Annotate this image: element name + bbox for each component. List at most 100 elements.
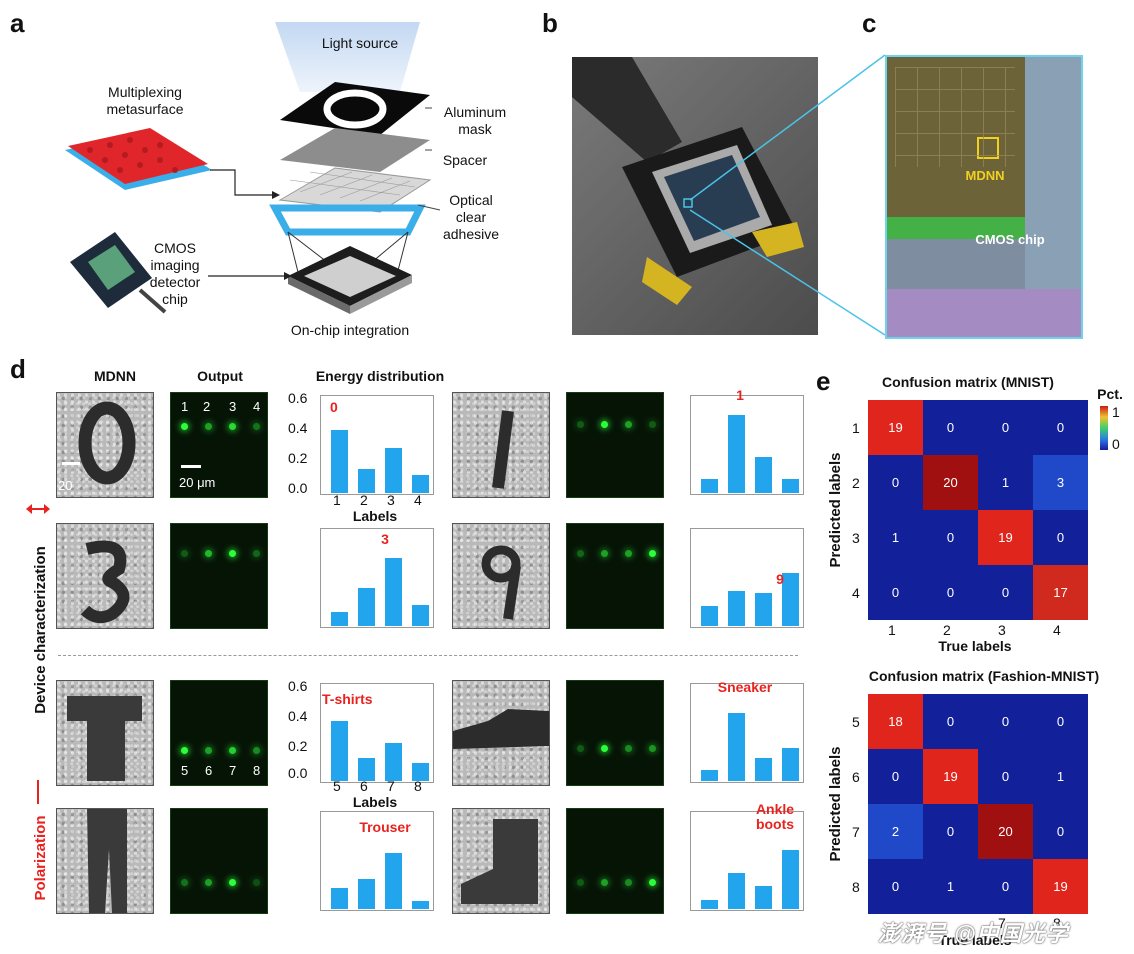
mdnn-tile-3 (56, 523, 154, 629)
matrix-cell: 1 (978, 455, 1033, 510)
matrix-cell: 0 (978, 400, 1033, 455)
colorbar (1100, 406, 1108, 450)
matrix-cell: 0 (978, 565, 1033, 620)
matrix-cell: 0 (923, 510, 978, 565)
mdnn-tile-sneaker (452, 680, 550, 786)
panel-a-diagram (65, 22, 441, 314)
matrix-cell: 20 (923, 455, 978, 510)
energy-bar (412, 475, 429, 493)
output-tile-ankle-boot (566, 808, 664, 914)
matrix-cell: 0 (868, 455, 923, 510)
energy-chart-3 (320, 528, 434, 628)
ytick-4-04: 0.4 (288, 708, 308, 724)
row-tick-6: 6 (852, 769, 860, 785)
xtick-4-5: 5 (333, 778, 341, 794)
matrix-cell: 0 (923, 694, 978, 749)
mask-digit-zero (323, 89, 387, 129)
zoom-lines (690, 54, 886, 336)
xtick-4-6: 6 (360, 778, 368, 794)
mdnn-tile-ankle-boot (452, 808, 550, 914)
energy-bar (331, 888, 348, 909)
chart-title-3: 3 (381, 531, 389, 547)
colorbar-min: 0 (1112, 436, 1120, 452)
cmos-chip-label: CMOS chip (975, 232, 1045, 247)
ytick-4-00: 0.0 (288, 765, 308, 781)
matrix-cell: 0 (1033, 804, 1088, 859)
energy-chart-ankle-boots (690, 811, 804, 911)
xtick-0-3: 3 (387, 492, 395, 508)
light-source-label: Light source (321, 35, 399, 51)
panel-letter-e: e (816, 366, 831, 396)
matrix-cell: 1 (1033, 749, 1088, 804)
xtick-0-1: 1 (333, 492, 341, 508)
energy-bar (701, 606, 718, 626)
chip-die (664, 155, 760, 241)
panel-letter-b: b (542, 8, 558, 38)
panel-letter-c: c (862, 8, 877, 38)
mdnn-chip-label: MDNN (965, 168, 1005, 183)
energy-bar (358, 588, 375, 626)
mdnn-tile-9 (452, 523, 550, 629)
matrix-cell: 0 (978, 749, 1033, 804)
xlabel-fashion: True labels (938, 932, 1012, 948)
xlabel-labels-0: Labels (352, 508, 398, 524)
metasurface-label: Multiplexing metasurface (106, 84, 184, 117)
chart-title-sneaker: Sneaker (717, 679, 773, 695)
matrix-cell: 0 (923, 804, 978, 859)
chart-title-tshirts: T-shirts (322, 691, 373, 707)
matrix-cell: 20 (978, 804, 1033, 859)
col-output-header: Output (197, 368, 243, 384)
mdnn-tile-0 (56, 392, 154, 498)
spot-label-3: 3 (229, 399, 237, 414)
energy-bar (385, 448, 402, 493)
aluminum-mask (280, 82, 430, 135)
energy-bar (385, 853, 402, 909)
output-tile-1 (566, 392, 664, 498)
energy-chart-trouser (320, 811, 434, 911)
energy-bar (755, 457, 772, 493)
row-tick-4: 4 (852, 585, 860, 601)
mdnn-tile-1 (452, 392, 550, 498)
colorbar-max: 1 (1112, 404, 1120, 420)
energy-bar (385, 743, 402, 781)
matrix-cell: 18 (868, 694, 923, 749)
energy-bar (701, 770, 718, 781)
matrix-cell: 1 (868, 510, 923, 565)
xtick-0-2: 2 (360, 492, 368, 508)
energy-chart-sneaker (690, 683, 804, 783)
cmos-label: CMOS imaging detector chip (149, 240, 201, 307)
energy-bar (331, 430, 348, 493)
matrix-cell: 3 (1033, 455, 1088, 510)
matrix-cell: 0 (868, 565, 923, 620)
col-tick-3: 3 (998, 622, 1006, 638)
energy-bar (782, 748, 799, 781)
aluminum-mask-label: Aluminum mask (443, 104, 507, 137)
matrix-cell: 0 (1033, 400, 1088, 455)
col-tick-1: 1 (888, 622, 896, 638)
matrix-cell: 0 (868, 749, 923, 804)
integration-label: On-chip integration (290, 322, 410, 338)
xlabel-mnist: True labels (938, 638, 1012, 654)
spot-label-8: 8 (253, 763, 261, 778)
adhesive-label: Optical clear adhesive (442, 192, 500, 242)
ylabel-mnist: Predicted labels (827, 452, 844, 568)
ytick-0-06: 0.6 (288, 390, 308, 406)
matrix-cell: 0 (1033, 510, 1088, 565)
output-tile-3 (170, 523, 268, 629)
spot-label-4: 4 (253, 399, 261, 414)
panel-letter-a: a (10, 8, 25, 38)
energy-bar (412, 763, 429, 781)
output-scale-bar (181, 465, 201, 468)
ytick-0-02: 0.2 (288, 450, 308, 466)
matrix-cell: 0 (868, 859, 923, 914)
energy-bar (412, 605, 429, 626)
energy-bar (755, 886, 772, 909)
light-beam (275, 22, 420, 92)
arrow-horizontal (28, 508, 48, 510)
panel-letter-d: d (10, 354, 26, 384)
col-tick-4: 4 (1053, 622, 1061, 638)
row-tick-2: 2 (852, 475, 860, 491)
matrix-cell: 0 (923, 565, 978, 620)
spot-label-1: 1 (181, 399, 189, 414)
